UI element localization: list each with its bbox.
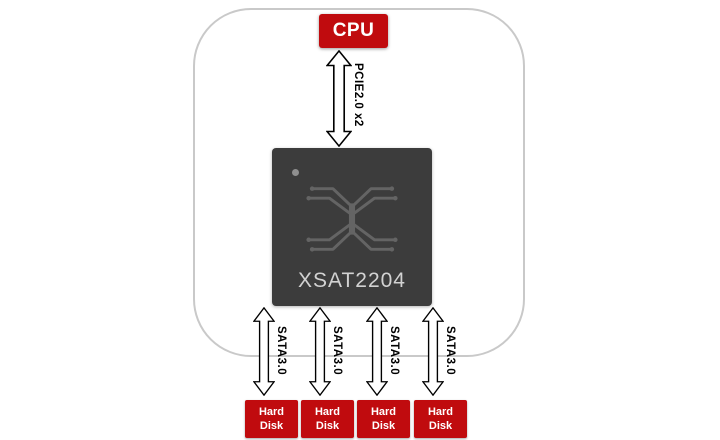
sata-link-label: SATA3.0 — [275, 326, 287, 376]
sata-link-label: SATA3.0 — [444, 326, 456, 376]
disk-label-line2: Disk — [315, 420, 340, 432]
sata-link-label: SATA3.0 — [331, 326, 343, 376]
hard-disk-box: Hard Disk — [245, 400, 298, 438]
sata-link-label: SATA3.0 — [388, 326, 400, 376]
disk-label-line1: Hard — [314, 405, 341, 418]
sata-double-arrow-icon — [366, 307, 388, 396]
disk-label-line1: Hard — [258, 405, 285, 418]
disk-label-line2: Disk — [259, 420, 284, 432]
hard-disk-box: Hard Disk — [357, 400, 410, 438]
hard-disk-box: Hard Disk — [301, 400, 354, 438]
disk-label-line1: Hard — [370, 405, 397, 418]
disk-label-line1: Hard — [427, 405, 454, 418]
pcie-link-label: PCIE2.0 x2 — [352, 63, 364, 127]
chip-pin1-dot-icon — [292, 169, 299, 176]
hard-disk-box: Hard Disk — [414, 400, 467, 438]
pcie-double-arrow-icon — [326, 50, 352, 147]
disk-label-line2: Disk — [428, 420, 453, 432]
chip-logo-icon — [306, 186, 398, 252]
sata-double-arrow-icon — [422, 307, 444, 396]
chip-xsat2204: XSAT2204 — [272, 148, 432, 306]
chip-name: XSAT2204 — [297, 269, 406, 292]
disk-label-line2: Disk — [371, 420, 396, 432]
cpu-box: CPU — [319, 14, 388, 48]
sata-double-arrow-icon — [309, 307, 331, 396]
sata-double-arrow-icon — [253, 307, 275, 396]
cpu-label: CPU — [332, 20, 375, 41]
